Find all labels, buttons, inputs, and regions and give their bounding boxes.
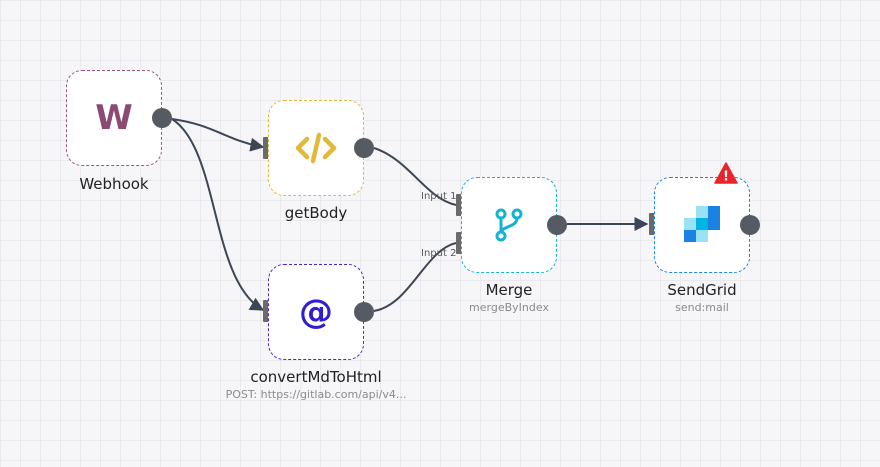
connection-convert-merge[interactable]: [373, 242, 457, 312]
webhook-node-title: Webhook: [79, 175, 149, 193]
getbody-node-title: getBody: [284, 204, 348, 222]
convert-node-subtitle: POST: https://gitlab.com/api/v4...: [225, 388, 407, 401]
warning-glyph: !: [723, 170, 729, 185]
webhook-node[interactable]: W: [66, 70, 172, 166]
getbody-node[interactable]: [268, 100, 374, 196]
at-sign-icon: @: [299, 292, 333, 332]
getbody-output-port[interactable]: [354, 138, 374, 158]
sendgrid-node-subtitle: send:mail: [675, 301, 729, 314]
merge-node-subtitle: mergeByIndex: [469, 301, 549, 314]
merge-input2-label: Input 2: [421, 248, 457, 259]
convert-input-port[interactable]: [263, 300, 272, 322]
convert-node[interactable]: @: [268, 264, 374, 360]
sendgrid-input-port[interactable]: [649, 213, 658, 235]
merge-input2-port[interactable]: [456, 232, 465, 254]
merge-node-title: Merge: [485, 281, 533, 299]
webhook-w-icon: W: [95, 98, 133, 138]
sendgrid-logo-icon: [684, 206, 720, 242]
connection-webhook-convert[interactable]: [171, 118, 265, 311]
merge-input1-port[interactable]: [456, 194, 465, 216]
connection-getbody-merge[interactable]: [373, 147, 457, 206]
convert-node-title: convertMdToHtml: [250, 368, 382, 386]
sendgrid-node-title: SendGrid: [667, 281, 737, 299]
sendgrid-output-port[interactable]: [740, 215, 760, 235]
getbody-input-port[interactable]: [263, 137, 272, 159]
code-tag-icon: [295, 132, 337, 164]
warning-triangle-icon[interactable]: !: [714, 162, 738, 184]
merge-output-port[interactable]: [547, 215, 567, 235]
webhook-output-port[interactable]: [152, 108, 172, 128]
convert-output-port[interactable]: [354, 302, 374, 322]
merge-node[interactable]: [461, 177, 567, 273]
merge-input1-label: Input 1: [421, 191, 457, 202]
merge-branch-icon: [495, 208, 523, 242]
sendgrid-node[interactable]: [654, 177, 760, 273]
connection-webhook-getbody[interactable]: [171, 118, 265, 152]
